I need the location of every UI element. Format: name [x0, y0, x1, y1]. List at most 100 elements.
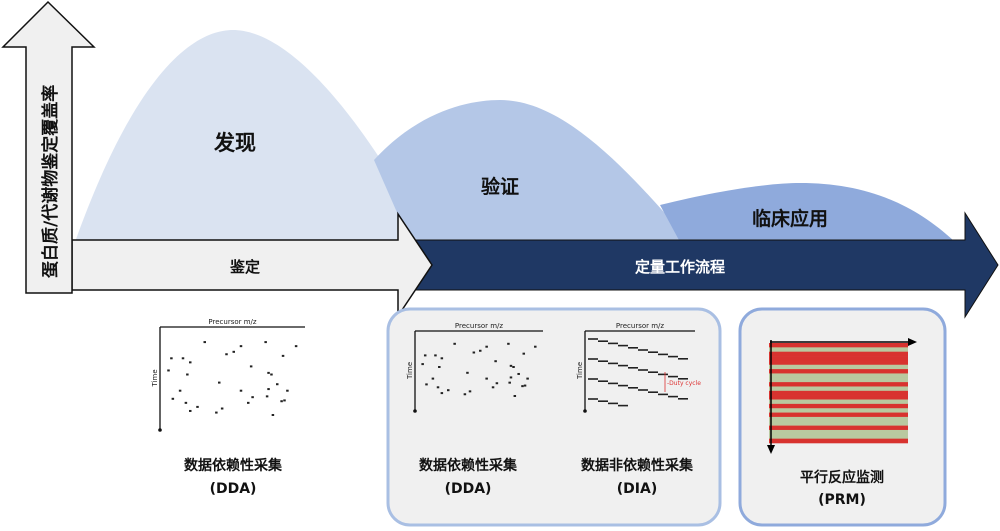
dda-plot-2-data-point [421, 363, 424, 366]
dia-plot-x-label: Precursor m/z [616, 322, 665, 330]
dda-plot-data-point [196, 405, 199, 408]
prm-stripe [769, 403, 908, 409]
method-name-dda-2: 数据依赖性采集 [419, 457, 518, 474]
dda-plot-2-data-point [453, 342, 456, 345]
prm-stripe [769, 425, 908, 431]
dda-plot-2-data-point [472, 351, 476, 354]
dda-plot-x-label: Precursor m/z [208, 318, 257, 326]
dda-plot-2-data-point [508, 381, 511, 384]
dda-plot-data-point [264, 341, 267, 344]
dda-plot-2-data-point [523, 384, 527, 387]
dda-plot-2-data-point [485, 377, 488, 380]
dda-plot-data-point [232, 350, 235, 353]
dda-plot-2-data-point [522, 352, 526, 355]
dda-plot-data-point [220, 407, 224, 410]
coverage-axis-arrow [1, 0, 96, 294]
dda-plot-data-point [271, 414, 275, 416]
dda-plot-y-axis-end [158, 428, 162, 432]
dda-plot-data-point [239, 389, 243, 392]
prm-stripe [769, 369, 908, 374]
dda-plot-data-point [171, 397, 175, 400]
prm-stripe [769, 408, 908, 413]
prm-stripe [769, 356, 908, 361]
dda-plot-data-point [189, 361, 192, 364]
dda-plot-data-point [215, 411, 218, 414]
prm-stripe [769, 416, 908, 422]
prm-stripe [769, 343, 908, 348]
coverage-axis-label: 蛋白质/代谢物鉴定覆盖率 [40, 85, 61, 278]
dda-plot-2-data-point [431, 377, 435, 380]
method-abbr-dda: (DDA) [210, 481, 257, 497]
dda-plot-data-point [170, 357, 173, 360]
method-name-dda: 数据依赖性采集 [184, 457, 283, 474]
arrow-label-quant: 定量工作流程 [635, 258, 725, 276]
dda-plot-data-point [247, 401, 250, 404]
dda-plot-data-point [294, 345, 298, 348]
dda-plot-data-point [286, 389, 289, 392]
dda-plot-data-point [283, 399, 286, 402]
dda-plot-2-data-point [466, 371, 469, 374]
prm-stripe [769, 386, 908, 392]
prm-stripe [769, 351, 908, 357]
dda-plot-2-data-point [517, 372, 520, 375]
dda-plot-data-point [276, 383, 279, 386]
method-abbr-prm: (PRM) [818, 492, 866, 508]
method-abbr-dia: (DIA) [617, 481, 657, 497]
dda-plot-2-data-point [509, 364, 513, 367]
dda-plot-2-data-point [447, 389, 450, 392]
prm-stripe [769, 360, 908, 366]
prm-stripe [769, 399, 908, 405]
prm-stripe [769, 421, 908, 426]
hill-validation [374, 100, 690, 242]
dda-plot-2-data-point [434, 354, 437, 357]
prm-y-arrowhead [767, 445, 775, 454]
arrow-label-identification: 鉴定 [229, 258, 260, 276]
dda-plot-data-point [225, 353, 228, 356]
hill-discovery [75, 30, 430, 242]
prm-stripe [769, 434, 908, 439]
dda-plot-2-data-point [513, 395, 517, 397]
method-name-dia: 数据非依赖性采集 [581, 457, 694, 474]
hill-label-validation: 验证 [481, 175, 519, 198]
dda-plot-2-data-point [440, 357, 444, 360]
prm-stripe [769, 377, 908, 383]
dda-plot-2-data-point [436, 386, 440, 389]
dda-plot-2-data-point [521, 385, 524, 388]
dda-plot-2-data-point [507, 342, 510, 345]
dia-plot-y-label: Time [576, 362, 584, 380]
dda-plot-2-data-point [479, 349, 482, 352]
dda-plot-data-point [281, 354, 285, 357]
dda-plot-data-point [249, 365, 253, 368]
dda-plot-data-point [267, 371, 270, 374]
prm-x-arrowhead [908, 338, 917, 346]
prm-stripe [769, 395, 908, 400]
prm-stripe [769, 382, 908, 387]
dda-plot-data-point [239, 345, 243, 348]
dda-plot-2-data-point [494, 360, 497, 363]
validation-panel [386, 307, 722, 527]
prm-stripe [769, 390, 908, 396]
dda-plot-2-data-point [485, 345, 488, 348]
dda-plot-2-data-point [495, 382, 499, 385]
prm-stripe [769, 429, 908, 435]
hill-label-clinical: 临床应用 [752, 207, 828, 230]
dda-plot-2-data-point [438, 366, 441, 368]
hill-label-discovery: 发现 [213, 131, 256, 155]
dda-plot-data-point [184, 401, 188, 404]
dda-plot-data-point [167, 369, 170, 372]
dda-plot-data-point [270, 373, 273, 376]
dda-plot-data-point [178, 389, 182, 392]
dda-plot-data-point [265, 395, 269, 398]
dda-plot-2-data-point [509, 376, 513, 379]
dda-plot-2-data-point [491, 386, 495, 389]
dda-plot-2-data-point [468, 390, 472, 393]
dda-plot-data-point [186, 373, 189, 376]
dda-plot-2-y-axis-end [413, 409, 417, 413]
dda-plot-2-data-point [463, 393, 467, 396]
prm-stripe [769, 373, 908, 379]
dda-plot-2-data-point [425, 383, 428, 386]
dda-plot-data-point [218, 381, 221, 384]
dda-plot-data-point [251, 396, 254, 399]
dda-plot-data-point [189, 409, 192, 412]
dda-plot-2-data-point [526, 377, 529, 380]
